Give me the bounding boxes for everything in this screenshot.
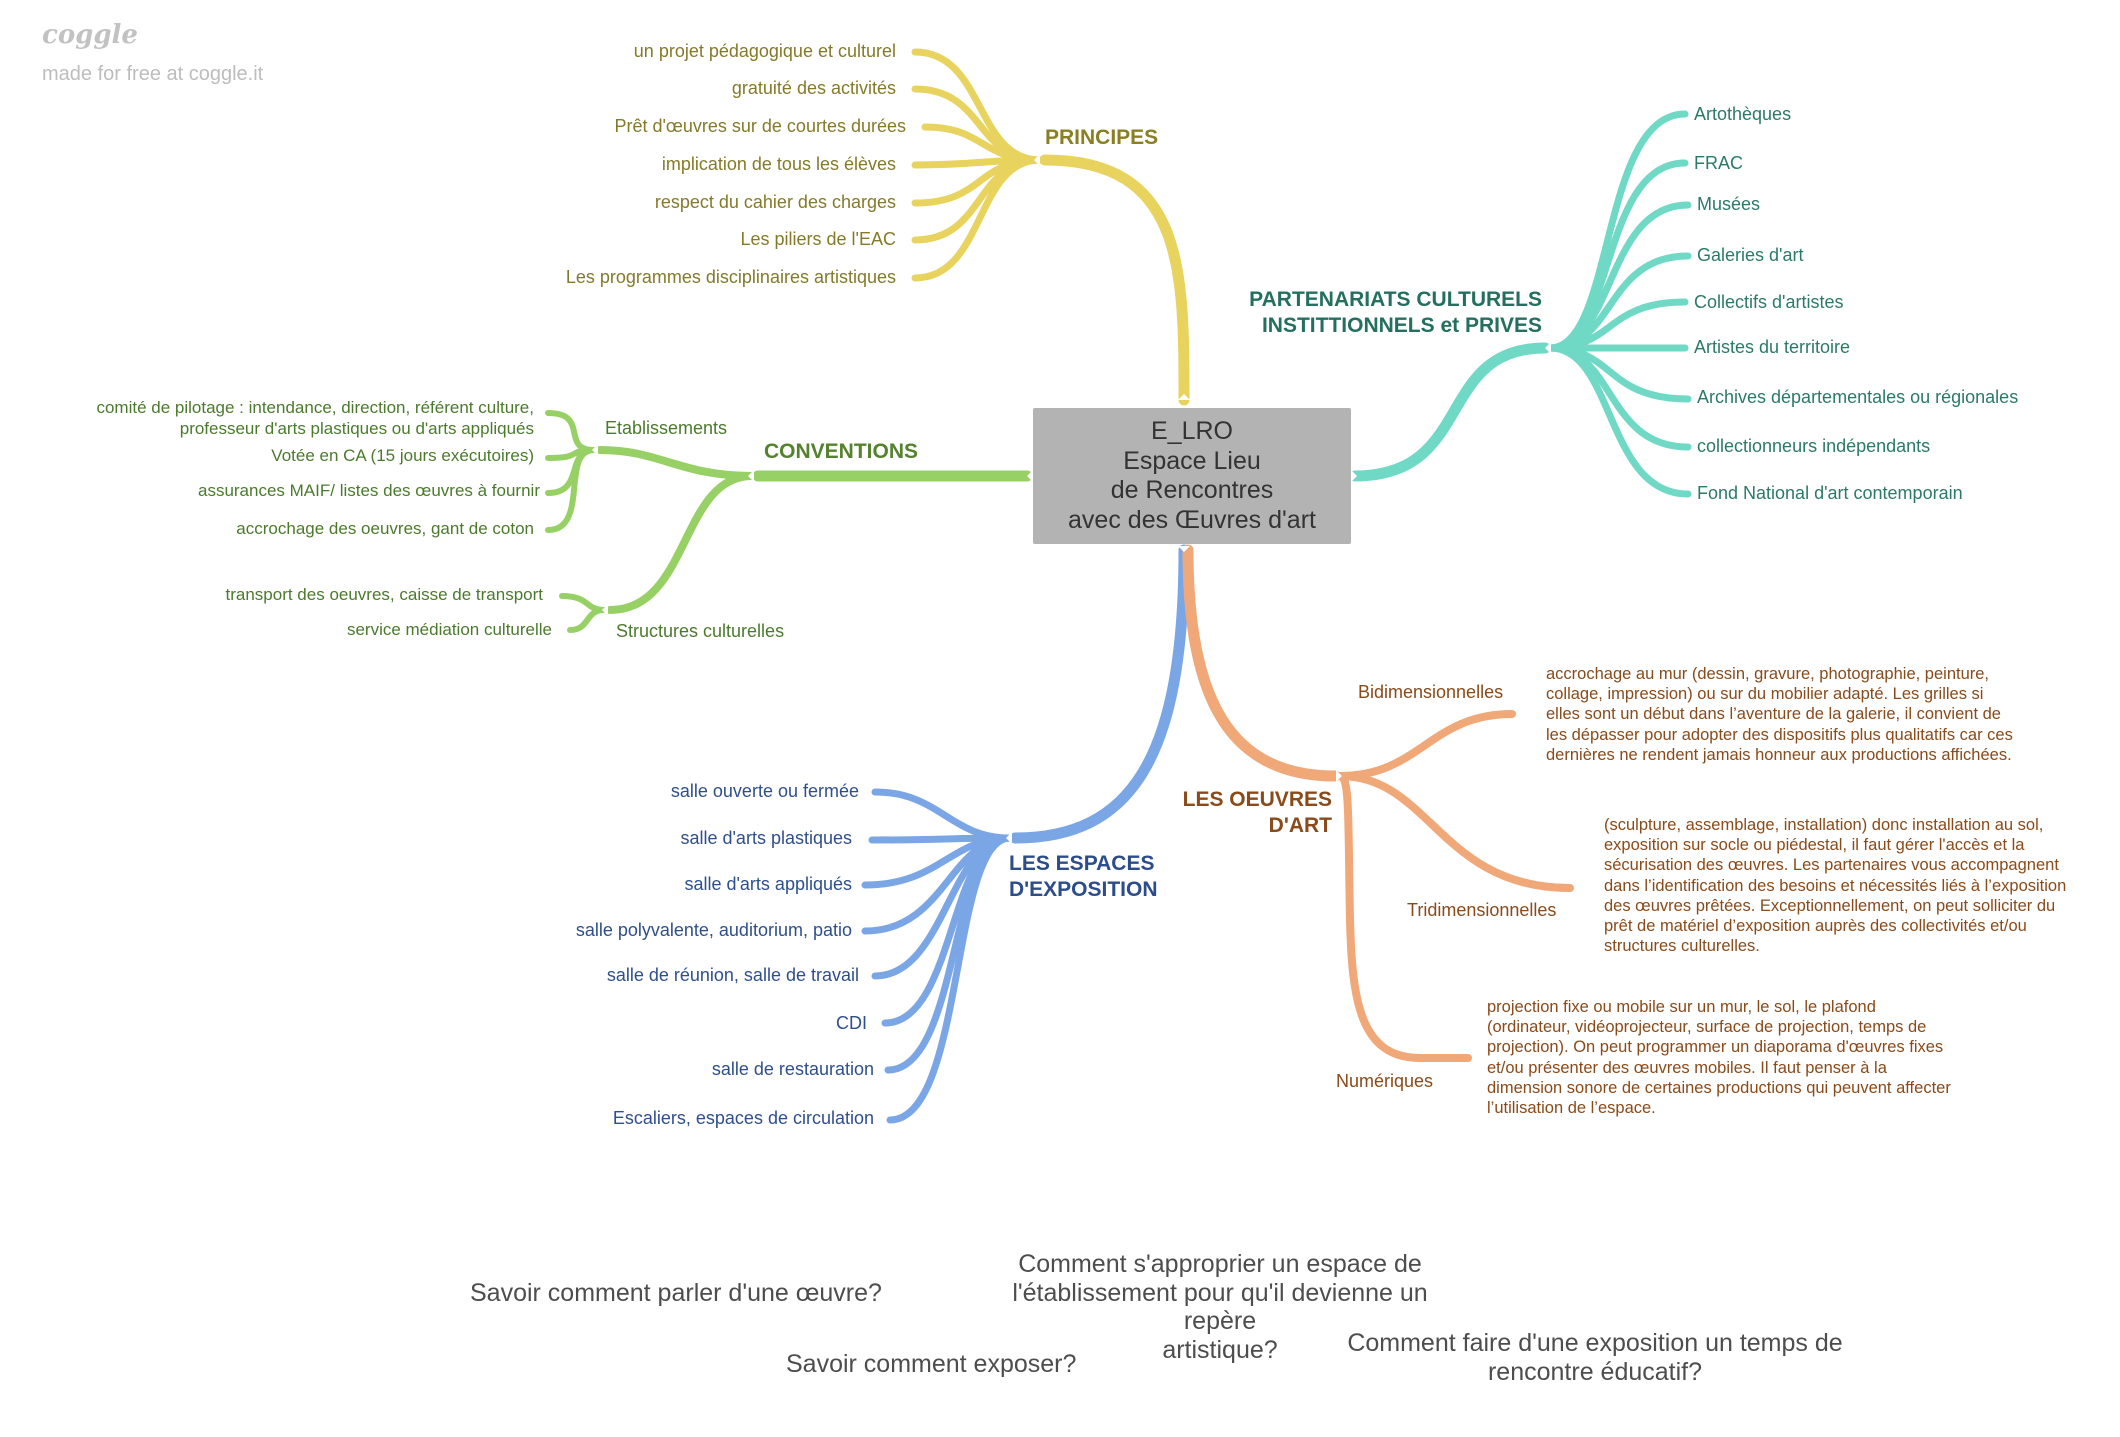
espaces-item[interactable]: CDI [836, 1013, 867, 1033]
coggle-tagline: made for free at coggle.it [42, 63, 264, 85]
central-node[interactable]: E_LRO Espace Lieu de Rencontres avec des… [1033, 408, 1351, 544]
oeuvres-bidimensionnelles-text: accrochage au mur (dessin, gravure, phot… [1546, 665, 2013, 764]
principes-item[interactable]: respect du cahier des charges [654, 192, 896, 212]
conventions-etablissements-item[interactable]: assurances MAIF/ listes des œuvres à fou… [197, 481, 540, 500]
principes-item[interactable]: Les programmes disciplinaires artistique… [565, 267, 896, 287]
oeuvres-numeriques-label[interactable]: Numériques [1336, 1071, 1434, 1091]
conventions-leaf-branches [545, 410, 607, 633]
question-note[interactable]: Comment s'approprier un espace de l'étab… [1012, 1250, 1428, 1364]
principes-item[interactable]: gratuité des activités [731, 78, 896, 98]
conventions-etablissements-item[interactable]: Votée en CA (15 jours exécutoires) [271, 446, 534, 465]
oeuvres-title-line: D'ART [1268, 814, 1332, 838]
conventions-sub-branches [596, 446, 756, 614]
espaces-item[interactable]: salle polyvalente, auditorium, patio [575, 920, 852, 940]
espaces-item[interactable]: salle d'arts plastiques [680, 828, 852, 848]
espaces-title-line: LES ESPACES [1009, 852, 1155, 875]
question-note[interactable]: Savoir comment exposer? [786, 1350, 1077, 1378]
partenariats-item[interactable]: Artothèques [1694, 104, 1792, 124]
principes-item[interactable]: Prêt d'œuvres sur de courtes durées [614, 116, 906, 136]
conventions-etablissements-label[interactable]: Etablissements [605, 418, 728, 438]
partenariats-item[interactable]: Collectifs d'artistes [1694, 292, 1844, 312]
espaces-leaf-branches [861, 788, 1014, 1124]
coggle-logo: coggle [42, 20, 138, 50]
oeuvres-title-line: LES OEUVRES [1182, 788, 1332, 811]
central-node-line: de Rencontres [1110, 476, 1274, 504]
partenariats-item[interactable]: Artistes du territoire [1694, 337, 1851, 357]
oeuvres-tridimensionnelles-text: (sculpture, assemblage, installation) do… [1604, 816, 2067, 956]
conventions-etablissements-item[interactable]: accrochage des oeuvres, gant de coton [236, 519, 534, 538]
principes-item[interactable]: implication de tous les élèves [661, 154, 896, 174]
partenariats-leaf-branches [1546, 110, 1692, 498]
espaces-item[interactable]: salle ouverte ou fermée [670, 781, 859, 801]
oeuvres-numeriques-text: projection fixe ou mobile sur un mur, le… [1487, 998, 1951, 1118]
principes-item[interactable]: un projet pédagogique et culturel [633, 41, 896, 61]
partenariats-main-branch [1349, 342, 1551, 482]
oeuvres-main-branch [1182, 544, 1341, 782]
espaces-item[interactable]: salle de restauration [711, 1059, 874, 1079]
central-node-line: avec des Œuvres d'art [1068, 505, 1316, 534]
oeuvres-leaf-branches [1336, 710, 1574, 1062]
central-node-line: E_LRO [1151, 417, 1233, 445]
question-note[interactable]: Comment faire d'une exposition un temps … [1347, 1329, 1843, 1386]
oeuvres-title[interactable]: LES OEUVRES D'ART [1183, 787, 1332, 840]
principes-item[interactable]: Les piliers de l'EAC [740, 229, 896, 249]
espaces-item[interactable]: Escaliers, espaces de circulation [612, 1108, 874, 1128]
conventions-structures-item[interactable]: service médiation culturelle [346, 620, 552, 639]
partenariats-item[interactable]: Archives départementales ou régionales [1697, 387, 2019, 407]
espaces-item[interactable]: salle d'arts appliqués [684, 874, 852, 894]
partenariats-item[interactable]: Fond National d'art contemporain [1697, 483, 1963, 503]
partenariats-title[interactable]: PARTENARIATS CULTURELS INSTITTIONNELS et… [1249, 287, 1542, 340]
principes-title[interactable]: PRINCIPES [1045, 126, 1159, 149]
question-note[interactable]: Savoir comment parler d'une œuvre? [470, 1279, 882, 1307]
espaces-item[interactable]: salle de réunion, salle de travail [606, 965, 859, 985]
partenariats-item[interactable]: Musées [1697, 194, 1761, 214]
principes-leaf-branches [911, 48, 1044, 282]
central-node-line: Espace Lieu [1123, 446, 1261, 475]
partenariats-title-line: INSTITTIONNELS et PRIVES [1261, 314, 1542, 338]
conventions-structures-item[interactable]: transport des oeuvres, caisse de transpo… [225, 585, 544, 604]
conventions-title[interactable]: CONVENTIONS [764, 440, 919, 463]
espaces-title[interactable]: LES ESPACES D'EXPOSITION [1009, 851, 1158, 904]
oeuvres-bidimensionnelles-label[interactable]: Bidimensionnelles [1358, 682, 1504, 702]
partenariats-item[interactable]: Galeries d'art [1697, 245, 1804, 265]
oeuvres-tridimensionnelles-label[interactable]: Tridimensionnelles [1407, 900, 1557, 920]
espaces-main-branch [1009, 544, 1190, 844]
partenariats-item[interactable]: collectionneurs indépendants [1697, 436, 1931, 456]
partenariats-title-line: PARTENARIATS CULTURELS [1249, 288, 1542, 311]
principes-main-branch [1039, 154, 1190, 406]
espaces-title-line: D'EXPOSITION [1009, 878, 1158, 902]
partenariats-item[interactable]: FRAC [1694, 153, 1743, 173]
conventions-structures-label[interactable]: Structures culturelles [616, 621, 785, 641]
conventions-etablissements-item[interactable]: comité de pilotage : intendance, directi… [96, 398, 534, 438]
